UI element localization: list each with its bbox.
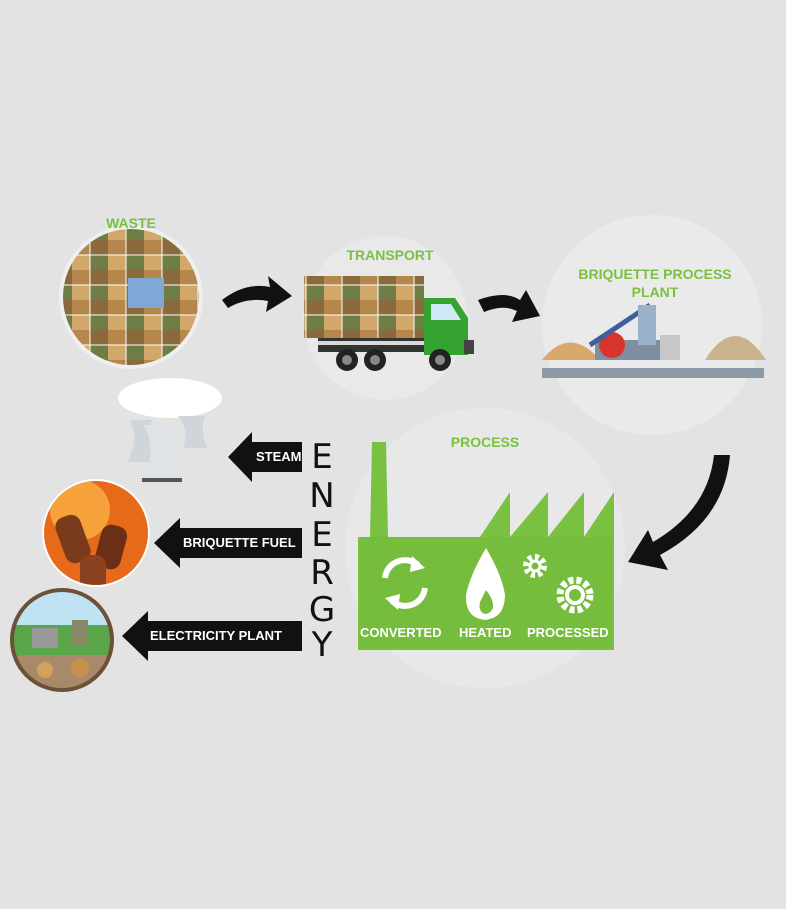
electricity-plant-label: ELECTRICITY PLANT xyxy=(150,628,282,643)
processed-label: PROCESSED xyxy=(527,625,609,640)
heated-label: HEATED xyxy=(459,625,512,640)
factory-image xyxy=(345,408,625,688)
briquette-fire-image xyxy=(42,479,150,587)
electricity-plant-image xyxy=(10,588,114,692)
energy-letter-r: R xyxy=(310,553,334,593)
steam-label: STEAM xyxy=(256,449,302,464)
flow-arrow-3 xyxy=(628,455,730,570)
process-label: PROCESS xyxy=(450,434,520,450)
steam-arrow xyxy=(228,432,302,482)
electricity-plant-arrow xyxy=(122,611,302,661)
waste-label: WASTE xyxy=(106,215,156,231)
briquette-plant-label-line1: BRIQUETTE PROCESS xyxy=(578,266,732,282)
energy-letter-y: Y xyxy=(311,625,333,665)
briquette-fuel-arrow xyxy=(154,518,302,568)
energy-letter-n: N xyxy=(309,476,335,516)
truck-image xyxy=(303,236,474,400)
cooling-towers-image xyxy=(118,378,222,482)
energy-letter-e2: E xyxy=(311,515,333,555)
waste-image xyxy=(59,225,203,369)
flow-arrow-2 xyxy=(478,290,540,322)
converted-label: CONVERTED xyxy=(360,625,442,640)
briquette-fuel-label: BRIQUETTE FUEL xyxy=(183,535,296,550)
briquette-plant-image xyxy=(542,215,766,435)
gears-icon xyxy=(523,554,594,614)
briquette-plant-label-line2: PLANT xyxy=(631,284,679,300)
briquette-plant-label: BRIQUETTE PROCESS PLANT xyxy=(560,265,750,301)
flame-icon xyxy=(465,548,505,620)
energy-letter-g: G xyxy=(308,590,336,630)
energy-letter-e1: E xyxy=(311,437,333,477)
flow-arrow-1 xyxy=(222,276,292,312)
transport-label: TRANSPORT xyxy=(346,247,434,263)
